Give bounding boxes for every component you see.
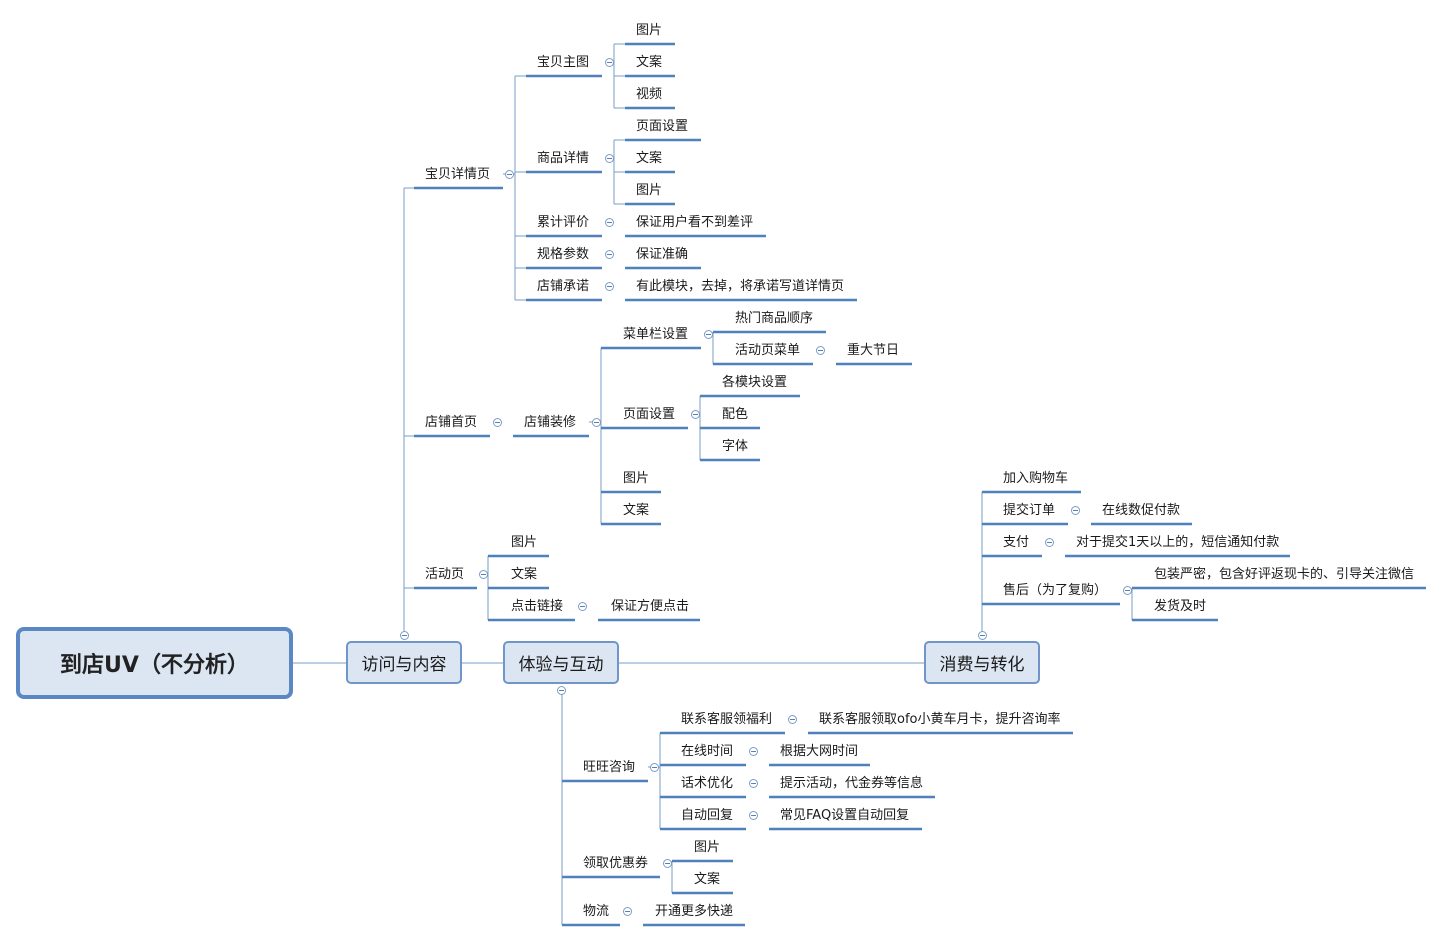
node-submit-order-child[interactable]: 在线数促付款 [1102, 503, 1181, 518]
node-page-settings[interactable]: 页面设置 [623, 407, 676, 422]
node-product-detail-page-settings[interactable]: 页面设置 [636, 119, 689, 134]
node-click-link-child[interactable]: 保证方便点击 [611, 599, 690, 614]
node-logistics[interactable]: 物流 [583, 904, 610, 919]
node-detail-page[interactable]: 宝贝详情页 [425, 167, 491, 182]
collapse-toggle-order[interactable] [1071, 506, 1080, 515]
main-node-experience-interaction[interactable]: 体验与互动 [503, 641, 619, 684]
collapse-toggle-activity-menu[interactable] [816, 346, 825, 355]
collapse-toggle-click-link[interactable] [578, 602, 587, 611]
collapse-toggle-main-image[interactable] [605, 58, 614, 67]
collapse-toggle-promise[interactable] [605, 282, 614, 291]
node-color-scheme[interactable]: 配色 [722, 407, 749, 422]
node-font[interactable]: 字体 [722, 439, 749, 454]
collapse-toggle-decoration[interactable] [592, 418, 601, 427]
collapse-toggle-conversion[interactable] [978, 631, 987, 640]
collapse-toggle-after-sale[interactable] [1123, 586, 1132, 595]
node-promise[interactable]: 店铺承诺 [537, 279, 590, 294]
node-coupon-copy[interactable]: 文案 [694, 872, 721, 887]
node-major-holidays[interactable]: 重大节日 [847, 343, 900, 358]
collapse-toggle-visit[interactable] [400, 631, 409, 640]
node-click-link[interactable]: 点击链接 [511, 599, 564, 614]
node-activity-image[interactable]: 图片 [511, 535, 538, 550]
node-online-time-child[interactable]: 根据大网时间 [780, 744, 859, 759]
node-decoration-image[interactable]: 图片 [623, 471, 650, 486]
node-specs-child[interactable]: 保证准确 [636, 247, 689, 262]
node-main-image-copy[interactable]: 文案 [636, 55, 663, 70]
node-benefit[interactable]: 联系客服领福利 [681, 712, 773, 727]
collapse-toggle-wangwang[interactable] [650, 763, 659, 772]
node-main-image-image[interactable]: 图片 [636, 23, 663, 38]
collapse-toggle-specs[interactable] [605, 250, 614, 259]
collapse-toggle-page-settings[interactable] [691, 410, 700, 419]
collapse-toggle-experience[interactable] [557, 686, 566, 695]
node-auto-reply-child[interactable]: 常见FAQ设置自动回复 [780, 808, 910, 823]
node-script[interactable]: 话术优化 [681, 776, 734, 791]
node-activity-copy[interactable]: 文案 [511, 567, 538, 582]
collapse-toggle-auto-reply[interactable] [749, 811, 758, 820]
collapse-toggle-activity-page[interactable] [479, 570, 488, 579]
collapse-toggle-product-detail[interactable] [605, 154, 614, 163]
node-submit-order[interactable]: 提交订单 [1003, 503, 1056, 518]
node-module-settings[interactable]: 各模块设置 [722, 375, 788, 390]
collapse-toggle-script[interactable] [749, 779, 758, 788]
node-specs[interactable]: 规格参数 [537, 247, 590, 262]
node-product-detail[interactable]: 商品详情 [537, 151, 590, 166]
collapse-toggle-homepage[interactable] [493, 418, 502, 427]
collapse-toggle-pay[interactable] [1045, 538, 1054, 547]
node-script-child[interactable]: 提示活动，代金券等信息 [780, 776, 924, 791]
node-logistics-child[interactable]: 开通更多快递 [655, 904, 734, 919]
node-reviews[interactable]: 累计评价 [537, 215, 590, 230]
node-main-image[interactable]: 宝贝主图 [537, 55, 590, 70]
node-product-detail-copy[interactable]: 文案 [636, 151, 663, 166]
collapse-toggle-logistics[interactable] [623, 907, 632, 916]
node-coupon-image[interactable]: 图片 [694, 840, 721, 855]
node-decoration-copy[interactable]: 文案 [623, 503, 650, 518]
collapse-toggle-online[interactable] [749, 747, 758, 756]
node-benefit-child[interactable]: 联系客服领取ofo小黄车月卡，提升咨询率 [819, 712, 1061, 727]
node-coupon[interactable]: 领取优惠券 [583, 856, 649, 871]
node-payment[interactable]: 支付 [1003, 535, 1030, 550]
node-menu-settings[interactable]: 菜单栏设置 [623, 327, 689, 342]
collapse-toggle-benefit[interactable] [788, 715, 797, 724]
node-activity-menu[interactable]: 活动页菜单 [735, 343, 801, 358]
node-promise-child[interactable]: 有此模块，去掉，将承诺写道详情页 [636, 279, 845, 294]
node-hot-products[interactable]: 热门商品顺序 [735, 311, 814, 326]
node-decoration[interactable]: 店铺装修 [524, 415, 577, 430]
node-main-image-video[interactable]: 视频 [636, 87, 663, 102]
collapse-toggle-reviews[interactable] [605, 218, 614, 227]
node-homepage[interactable]: 店铺首页 [425, 415, 478, 430]
node-after-sale[interactable]: 售后（为了复购） [1003, 583, 1108, 598]
node-add-to-cart[interactable]: 加入购物车 [1003, 471, 1069, 486]
collapse-toggle-detail-page[interactable] [505, 170, 514, 179]
main-node-consumption-conversion[interactable]: 消费与转化 [924, 641, 1040, 684]
node-payment-child[interactable]: 对于提交1天以上的，短信通知付款 [1076, 535, 1280, 550]
node-after-sale-shipping[interactable]: 发货及时 [1154, 599, 1207, 614]
node-reviews-child[interactable]: 保证用户看不到差评 [636, 215, 754, 230]
collapse-toggle-menu[interactable] [704, 330, 713, 339]
node-after-sale-packaging[interactable]: 包装严密，包含好评返现卡的、引导关注微信 [1154, 567, 1415, 582]
collapse-toggle-coupon[interactable] [663, 859, 672, 868]
node-auto-reply[interactable]: 自动回复 [681, 808, 734, 823]
node-online-time[interactable]: 在线时间 [681, 744, 734, 759]
node-product-detail-image[interactable]: 图片 [636, 183, 663, 198]
root-node[interactable]: 到店UV（不分析） [16, 627, 293, 699]
node-wangwang[interactable]: 旺旺咨询 [583, 760, 636, 775]
main-node-visit-content[interactable]: 访问与内容 [346, 641, 462, 684]
node-activity-page[interactable]: 活动页 [425, 567, 465, 582]
